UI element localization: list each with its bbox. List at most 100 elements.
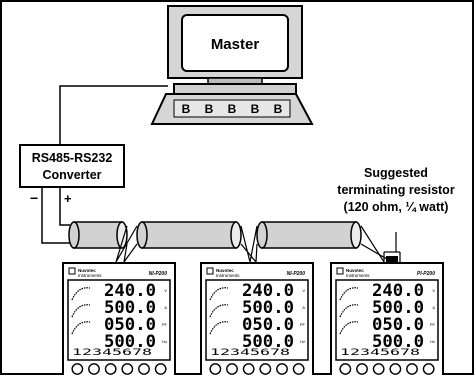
bargraph-arc xyxy=(209,321,229,335)
keyboard-key: B xyxy=(205,102,214,116)
keyboard-keys: B B B B B xyxy=(182,102,283,116)
meter-value-row3: 050.0 xyxy=(242,315,294,335)
meter-2-bus-wires xyxy=(240,225,258,263)
meter-unit-label: A xyxy=(432,305,435,310)
keyboard-key: B xyxy=(274,102,283,116)
meter-logo-icon xyxy=(206,267,214,275)
resistor-label-line2: terminating resistor xyxy=(337,183,455,197)
meter-value-row4: 500.0 xyxy=(104,332,156,352)
bargraph-arc xyxy=(339,287,359,301)
bus-cable-segment-1 xyxy=(68,221,128,249)
meter-brand-line2: Instruments xyxy=(346,273,370,278)
bus-cable-segment-3 xyxy=(256,221,362,249)
meter-unit-label: Hz xyxy=(430,339,435,344)
computer-base xyxy=(173,83,297,95)
meter-button[interactable] xyxy=(154,363,167,375)
meter-unit-label: PF xyxy=(430,322,436,327)
meter-button[interactable] xyxy=(339,363,352,375)
converter-box: RS485-RS232 Converter xyxy=(19,144,125,188)
bus-cable-segment-2 xyxy=(136,221,242,249)
meter-1-bus-wires xyxy=(115,225,138,263)
meter-button[interactable] xyxy=(121,363,134,375)
meter-display xyxy=(335,279,439,361)
meter-button[interactable] xyxy=(71,363,84,375)
meter-value-row1: 240.0 xyxy=(242,281,294,301)
resistor-label-line1: Suggested xyxy=(364,166,428,180)
bargraph-arc xyxy=(339,304,359,318)
meter-button[interactable] xyxy=(226,363,238,375)
meter-unit-label: A xyxy=(302,305,305,310)
meter-value-row2: 500.0 xyxy=(372,298,424,318)
master-label: Master xyxy=(211,36,260,53)
meter-energy-counter: 12345678 xyxy=(72,348,152,358)
meter-value-row3: 050.0 xyxy=(372,315,424,335)
meter-model: NI-P200 xyxy=(287,271,306,277)
keyboard-keys-area xyxy=(173,99,291,118)
meter-logo-icon xyxy=(68,267,76,275)
meter-brand-line1: Nuvotec xyxy=(346,268,364,273)
resistor-label-line3: (120 ohm, ¼ watt) xyxy=(344,200,449,214)
meter-unit-label: V xyxy=(302,288,305,293)
meter-unit-label: PF xyxy=(162,322,168,327)
bargraph-arc xyxy=(209,287,229,301)
meter-unit-label: V xyxy=(164,288,167,293)
meter-button[interactable] xyxy=(276,363,288,375)
meter-energy-counter: 12345678 xyxy=(210,348,290,358)
meter-value-row1: 240.0 xyxy=(372,281,424,301)
meter-value-row1: 240.0 xyxy=(104,281,156,301)
plus-wire xyxy=(59,187,70,226)
meter-brand-line1: Nuvotec xyxy=(78,268,96,273)
meter-button[interactable] xyxy=(259,363,272,375)
meter-unit-label: Hz xyxy=(162,339,167,344)
bargraph-arc xyxy=(71,321,91,335)
minus-label: − xyxy=(30,190,38,206)
plus-label: + xyxy=(64,191,72,206)
bargraph-arc xyxy=(71,304,91,318)
converter-rect xyxy=(19,144,125,188)
keyboard-key: B xyxy=(251,102,260,116)
bargraph-arc xyxy=(209,304,229,318)
master-computer: Master B B B B B xyxy=(150,5,314,125)
minus-wire xyxy=(41,187,70,244)
meter-button[interactable] xyxy=(104,363,117,375)
meter-model: PI-P200 xyxy=(417,271,435,277)
bargraph-arc xyxy=(71,287,91,301)
meter-energy-counter: 12345678 xyxy=(340,348,420,358)
meter-unit-label: V xyxy=(432,288,435,293)
meter-button[interactable] xyxy=(356,363,368,375)
meter-unit-label: A xyxy=(164,305,167,310)
meter-brand-line1: Nuvotec xyxy=(216,268,234,273)
meter-button[interactable] xyxy=(406,363,418,375)
meter-button[interactable] xyxy=(372,363,385,375)
meter-value-row4: 500.0 xyxy=(242,332,294,352)
bargraph-arc xyxy=(339,321,359,335)
meter-button[interactable] xyxy=(422,363,435,375)
meter-logo-icon xyxy=(336,267,344,275)
master-to-converter-cable xyxy=(59,85,168,145)
meter-value-row2: 500.0 xyxy=(104,298,156,318)
converter-line1: RS485-RS232 xyxy=(32,151,113,165)
meter-display xyxy=(67,279,171,361)
meter-unit-label: Hz xyxy=(300,339,305,344)
meter-value-row3: 050.0 xyxy=(104,315,156,335)
meter-button[interactable] xyxy=(292,363,305,375)
meter-display xyxy=(205,279,309,361)
meter-value-row4: 500.0 xyxy=(372,332,424,352)
terminating-resistor xyxy=(383,236,401,262)
meter-button[interactable] xyxy=(209,363,222,375)
meter-button[interactable] xyxy=(138,363,150,375)
meter-button[interactable] xyxy=(242,363,255,375)
meter-value-row2: 500.0 xyxy=(242,298,294,318)
meter-button[interactable] xyxy=(389,363,402,375)
meter-brand-line2: Instruments xyxy=(78,273,102,278)
meter-brand-line2: Instruments xyxy=(216,273,240,278)
keyboard-key: B xyxy=(182,102,191,116)
meter-model: NI-P200 xyxy=(149,271,168,277)
meter-button[interactable] xyxy=(88,363,100,375)
monitor-screen xyxy=(181,14,289,72)
